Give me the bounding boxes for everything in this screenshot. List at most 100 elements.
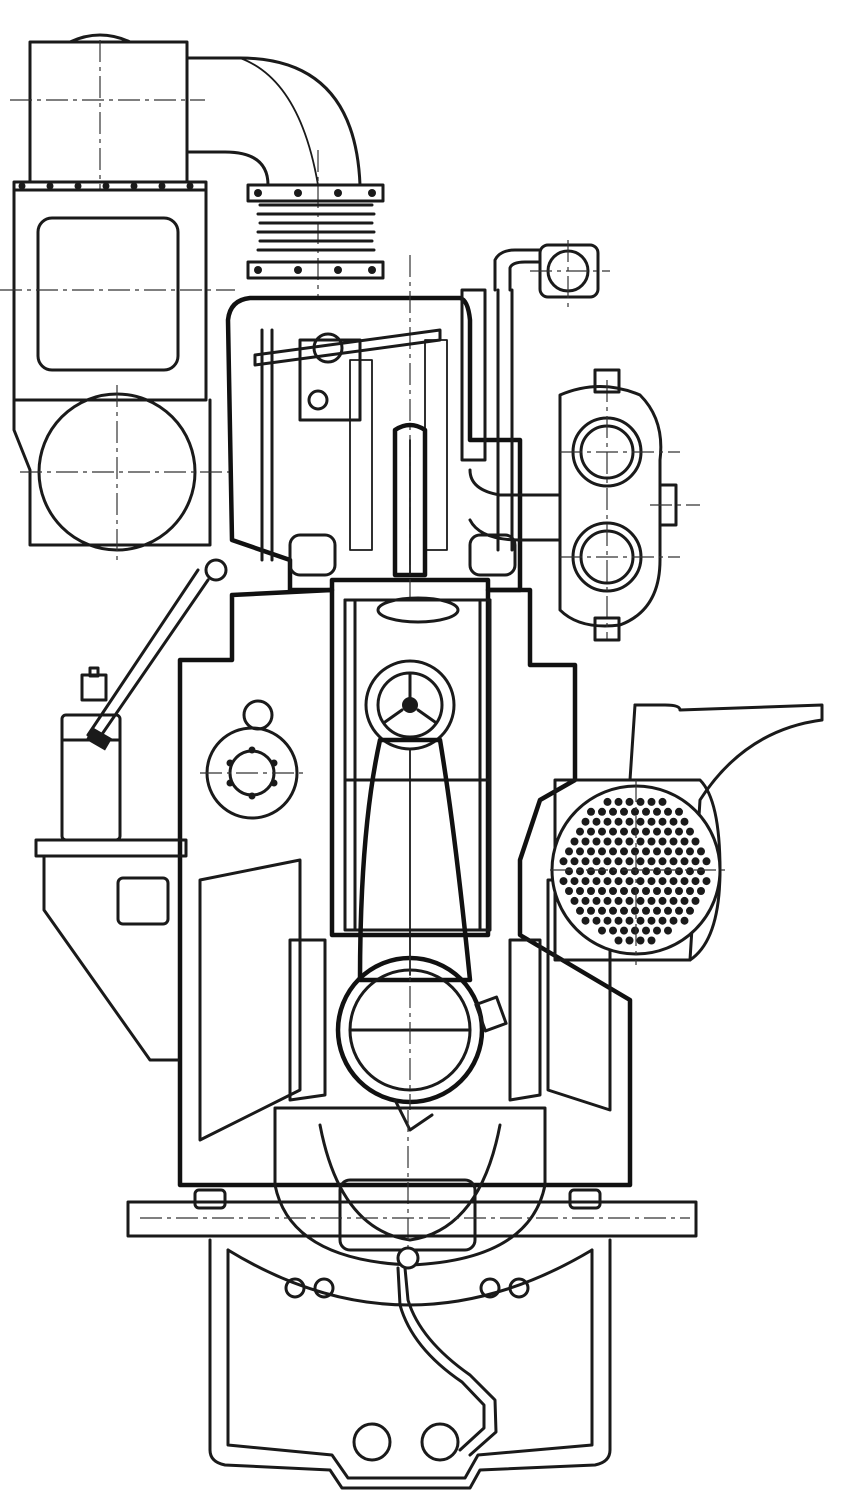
- exchanger-tube: [658, 817, 667, 826]
- exchanger-tube: [609, 827, 617, 836]
- exchanger-tube: [664, 867, 672, 876]
- exchanger-tube: [620, 926, 628, 935]
- exchanger-tube: [636, 877, 645, 886]
- intake-elbow-pipe: [185, 56, 362, 300]
- exchanger-tube: [598, 867, 606, 876]
- exchanger-tube: [680, 896, 689, 905]
- exchanger-tube: [592, 857, 601, 866]
- exchanger-tube: [642, 887, 650, 895]
- exchanger-tube: [658, 877, 667, 886]
- exchanger-tube: [642, 867, 650, 876]
- exchanger-tube: [691, 877, 700, 886]
- exchanger-tube: [664, 847, 672, 856]
- exchanger-tube: [680, 857, 689, 866]
- exhaust-duct: [628, 703, 824, 962]
- exchanger-tube: [631, 807, 639, 816]
- exchanger-tube: [636, 837, 645, 846]
- engine-frame: [177, 587, 633, 1188]
- exchanger-tube: [614, 837, 623, 846]
- exchanger-tube: [625, 896, 634, 905]
- oil-filter-unit: [34, 666, 188, 1062]
- exchanger-tube: [686, 847, 694, 856]
- exchanger-tube: [592, 877, 601, 886]
- exchanger-tube: [625, 817, 634, 826]
- exchanger-tube: [609, 926, 617, 935]
- exchanger-tube: [642, 807, 650, 816]
- exchanger-tube: [614, 877, 623, 886]
- exchanger-tube: [592, 837, 601, 846]
- exchanger-tube: [609, 807, 617, 816]
- exchanger-tube: [653, 807, 661, 816]
- exchanger-tube: [614, 857, 623, 866]
- exchanger-tube: [581, 817, 590, 826]
- exchanger-tube: [576, 887, 584, 895]
- exchanger-tube: [614, 817, 623, 826]
- exchanger-tube: [697, 887, 705, 895]
- exchanger-tube: [664, 926, 672, 935]
- exchanger-tube: [658, 896, 667, 905]
- exchanger-tube: [691, 837, 700, 846]
- exchanger-tube: [680, 817, 689, 826]
- exchanger-tube: [647, 936, 656, 945]
- exchanger-tube: [647, 857, 656, 866]
- exchanger-tube: [664, 807, 672, 816]
- governor-linkage: [85, 558, 228, 751]
- exchanger-tube: [576, 867, 584, 876]
- air-cooler-box: [0, 180, 235, 402]
- exchanger-tube: [653, 867, 661, 876]
- exchanger-tube: [669, 817, 678, 826]
- exchanger-tube: [587, 807, 595, 816]
- exchanger-tube: [581, 916, 590, 925]
- exchanger-tube: [620, 887, 628, 895]
- exchanger-tube: [653, 926, 661, 935]
- bolt-row-cooler: [18, 182, 194, 190]
- exchanger-tube: [620, 847, 628, 856]
- exchanger-tube: [686, 906, 694, 915]
- exchanger-tube: [636, 817, 645, 826]
- exchanger-tube: [653, 906, 661, 915]
- exchanger-tube: [609, 867, 617, 876]
- intake-bellows-flange: [246, 183, 385, 280]
- exchanger-tube: [653, 847, 661, 856]
- exchanger-tube: [653, 887, 661, 895]
- exchanger-tube: [592, 916, 601, 925]
- exchanger-tube: [658, 916, 667, 925]
- crank-bearing: [335, 950, 508, 1132]
- exchanger-tube: [620, 867, 628, 876]
- exchanger-tube: [625, 916, 634, 925]
- exchanger-tube: [570, 877, 579, 886]
- exchanger-tube: [587, 827, 595, 836]
- exchanger-tube: [598, 887, 606, 895]
- exchanger-tube: [658, 797, 667, 806]
- exchanger-tube: [587, 887, 595, 895]
- exchanger-tube: [581, 857, 590, 866]
- exchanger-tube: [647, 837, 656, 846]
- exchanger-tube: [669, 837, 678, 846]
- exchanger-tube: [675, 807, 683, 816]
- exchanger-tube: [576, 906, 584, 915]
- exchanger-tube: [664, 906, 672, 915]
- exchanger-tube: [565, 887, 573, 895]
- rocker-arm-assembly: [253, 328, 442, 562]
- exchanger-tube: [603, 857, 612, 866]
- exchanger-tube: [609, 887, 617, 895]
- exchanger-tube: [664, 887, 672, 895]
- exchanger-tube: [614, 916, 623, 925]
- tube-heat-exchanger: [550, 778, 730, 965]
- exchanger-tube: [631, 847, 639, 856]
- exchanger-tube: [609, 906, 617, 915]
- valves: [349, 288, 487, 578]
- exchanger-tube: [565, 867, 573, 876]
- air-filter-housing: [10, 33, 205, 190]
- connecting-rod: [357, 737, 473, 983]
- exchanger-tube: [642, 847, 650, 856]
- exchanger-tube: [686, 827, 694, 836]
- exchanger-tube: [675, 827, 683, 836]
- bolt-row-top: [254, 189, 376, 274]
- exchanger-tube: [603, 896, 612, 905]
- exchanger-tube: [570, 837, 579, 846]
- exchanger-tube: [598, 906, 606, 915]
- exchanger-tube: [642, 906, 650, 915]
- exchanger-tube: [658, 837, 667, 846]
